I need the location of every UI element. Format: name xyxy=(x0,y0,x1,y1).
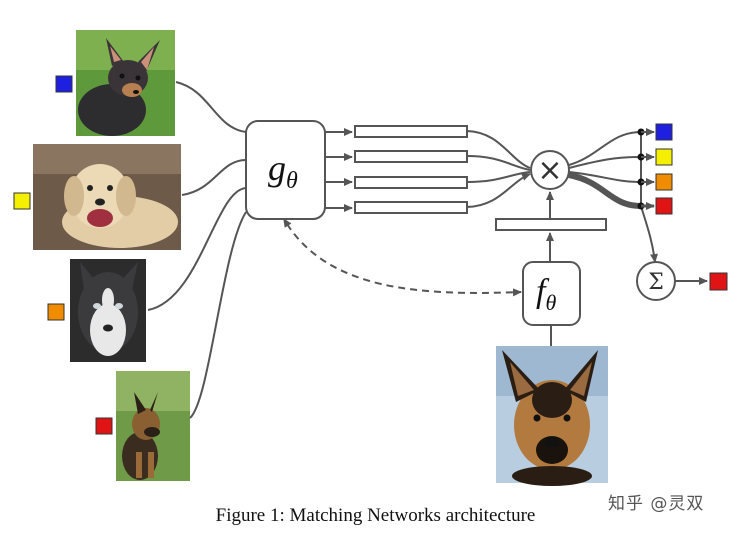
support-image-german-shepherd xyxy=(116,371,190,481)
multiply-symbol: × xyxy=(537,153,562,188)
embedding-arrows xyxy=(325,128,353,212)
shared-weights-dashed-arrow xyxy=(283,218,522,297)
label-square-orange xyxy=(47,303,65,321)
support-embedding-1 xyxy=(354,125,468,138)
support-encoder-g: gθ xyxy=(245,120,326,220)
figure-caption: Figure 1: Matching Networks architecture xyxy=(215,505,536,526)
output-label-blue xyxy=(655,123,673,141)
watermark: 知乎 @灵双 xyxy=(608,494,705,514)
support-embeddings xyxy=(354,125,468,214)
output-label-red xyxy=(655,197,673,215)
support-image-husky xyxy=(70,259,146,362)
query-embedding xyxy=(495,218,607,231)
sum-symbol: Σ xyxy=(648,270,664,295)
support-input-connectors xyxy=(147,81,247,419)
rail-to-sum-arrow xyxy=(640,205,658,263)
output-label-arrows xyxy=(641,128,655,210)
support-image-labrador xyxy=(33,144,181,250)
predicted-label-red xyxy=(709,272,728,291)
label-square-red xyxy=(95,417,113,435)
output-label-orange xyxy=(655,173,673,191)
support-embedding-3 xyxy=(354,176,468,189)
support-image-chihuahua xyxy=(76,30,175,136)
sum-node: Σ xyxy=(636,261,676,301)
query-image-german-shepherd xyxy=(496,346,608,486)
output-connectors xyxy=(568,131,642,209)
label-square-yellow xyxy=(13,192,31,210)
label-square-blue xyxy=(55,75,73,93)
support-embedding-4 xyxy=(354,201,468,214)
query-encoder-f: fθ xyxy=(522,261,581,326)
support-embedding-2 xyxy=(354,150,468,163)
similarity-connectors xyxy=(466,130,531,208)
g-theta-label: gθ xyxy=(268,148,298,194)
multiply-node: × xyxy=(530,150,570,190)
output-label-yellow xyxy=(655,148,673,166)
